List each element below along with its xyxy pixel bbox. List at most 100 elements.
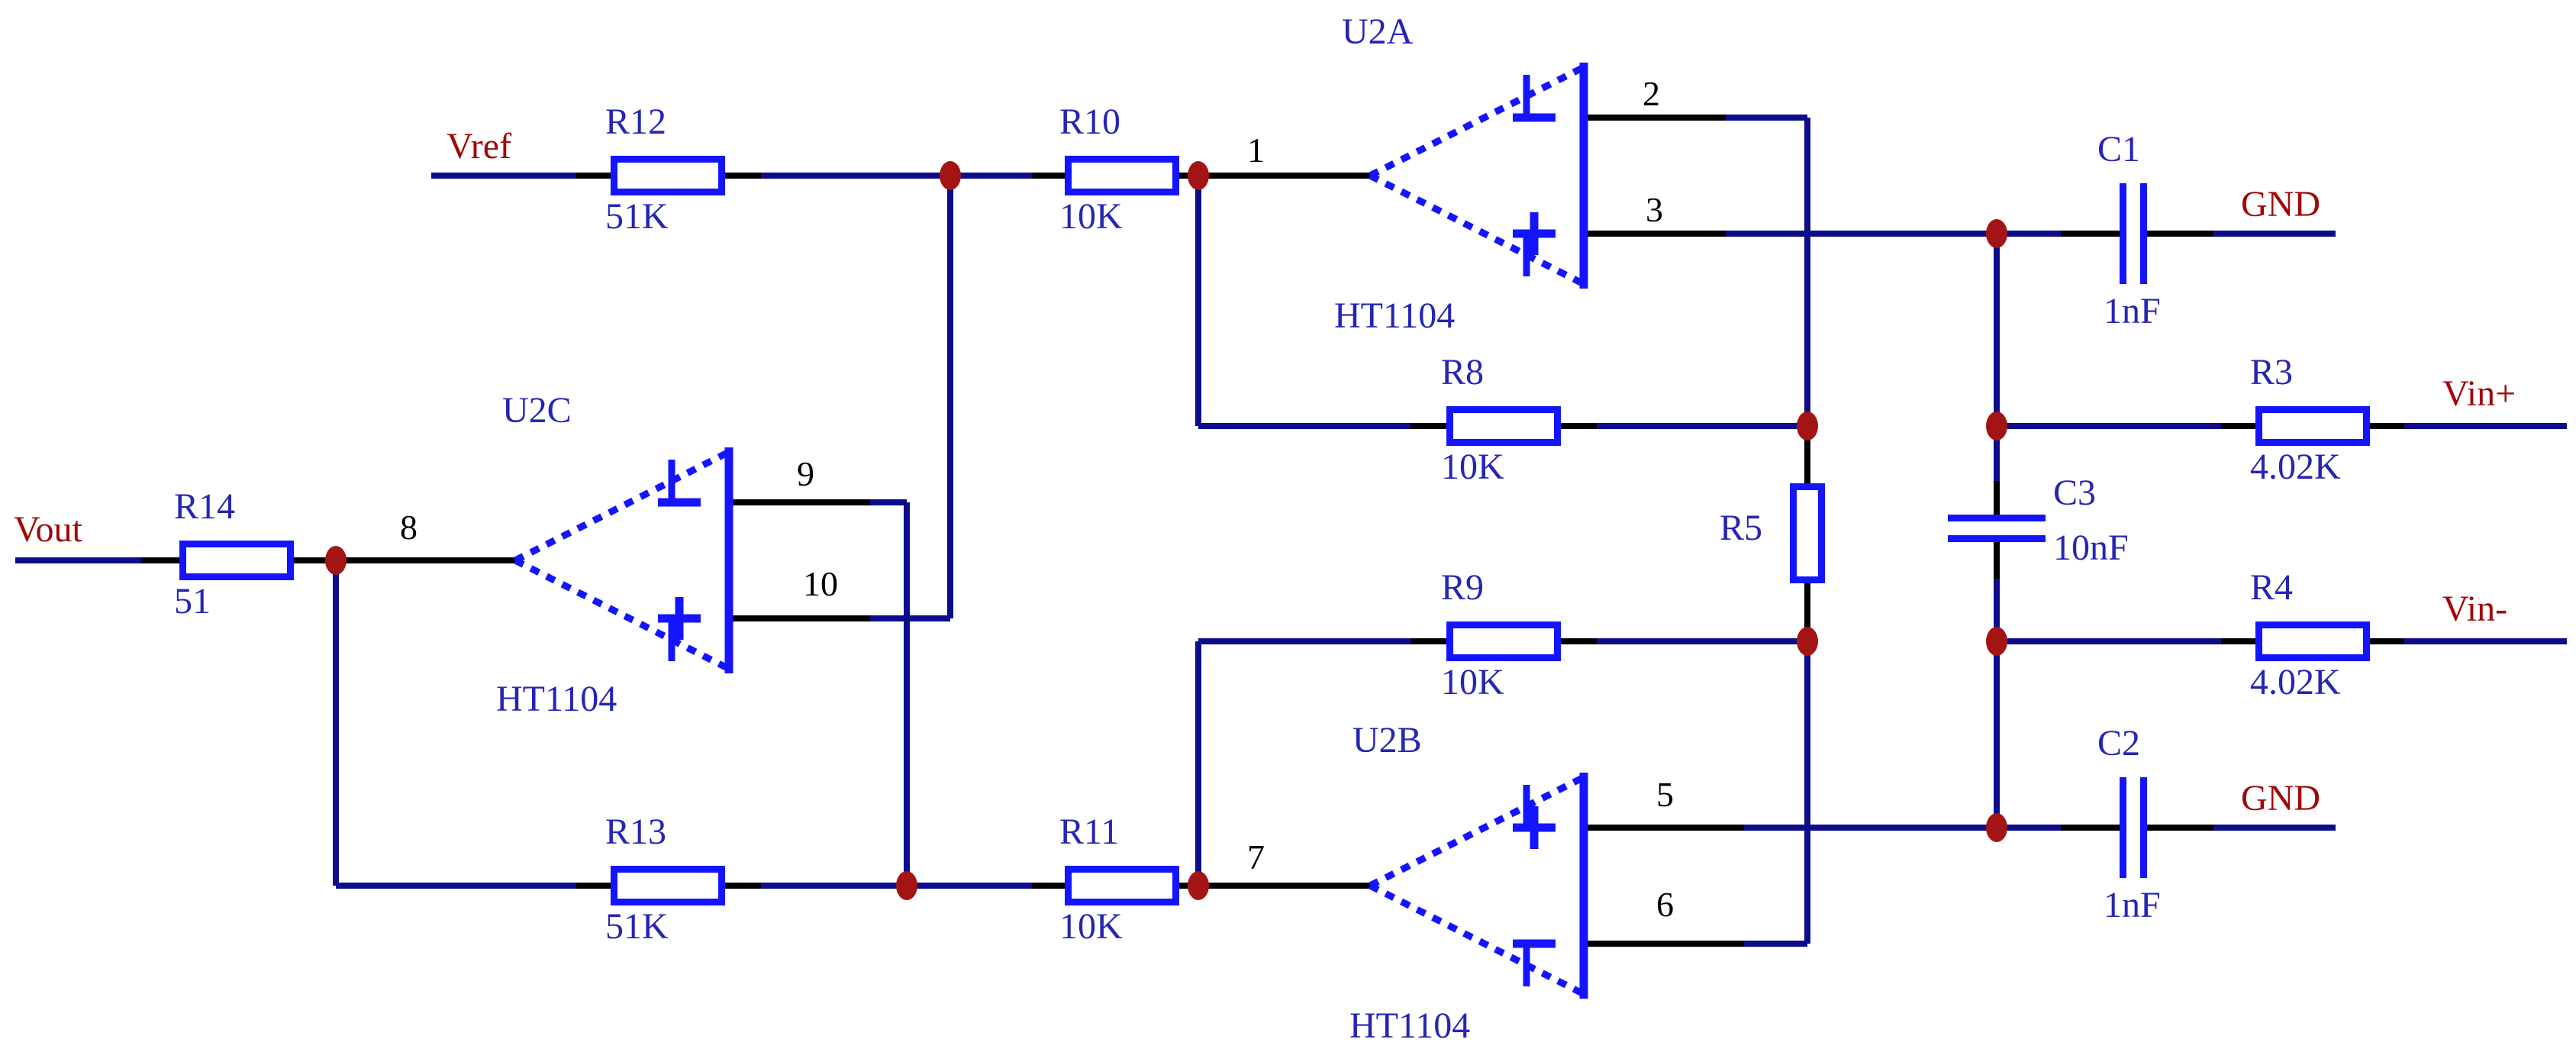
resistor-body-R10 <box>1065 156 1179 195</box>
capacitor-value-C1: 1nF <box>2104 291 2161 331</box>
resistor-body-R9 <box>1446 621 1561 661</box>
wire-segment <box>336 883 576 889</box>
net-label-vout: Vout <box>14 509 82 550</box>
junction-dot <box>1797 412 1818 441</box>
pin-number-U2B-5: 5 <box>1656 775 1674 814</box>
pin-stub-segment <box>1561 423 1597 429</box>
pin-stub-segment <box>294 557 515 563</box>
pin-stub-segment <box>2147 231 2213 237</box>
pin-stub-segment <box>729 499 870 505</box>
opamp-ref-U2A: U2A <box>1342 11 1414 52</box>
resistor-ref-R8: R8 <box>1441 352 1485 392</box>
junction-dot <box>1986 219 2007 248</box>
resistor-value-R13: 51K <box>605 906 669 947</box>
resistor-body-R12 <box>611 156 725 195</box>
resistor-ref-R3: R3 <box>2250 352 2294 392</box>
wire-segment <box>1997 825 2061 831</box>
pin-stub-segment <box>1411 638 1446 644</box>
capacitor-plate-C3-1 <box>1948 515 2046 521</box>
capacitor-value-C2: 1nF <box>2104 885 2161 925</box>
resistor-body-R3 <box>2255 406 2370 446</box>
pin-stub-segment <box>1584 231 1726 237</box>
junction-dot <box>1986 627 2007 656</box>
pin-stub-segment <box>1804 426 1810 483</box>
capacitor-value-C3: 10nF <box>2053 528 2129 568</box>
junction-dot <box>1797 627 1818 656</box>
pin-stub-segment <box>1032 883 1065 889</box>
capacitor-plate-C2-1 <box>2120 777 2126 878</box>
junction-dot <box>896 871 917 900</box>
wire-segment <box>870 615 907 621</box>
wire-segment <box>870 499 907 505</box>
pin-stub-segment <box>725 883 761 889</box>
pin-number-U2B-6: 6 <box>1656 885 1674 924</box>
resistor-value-R11: 10K <box>1059 906 1123 947</box>
wire-segment <box>1994 234 2000 481</box>
opamp-edge-bottom-U2C <box>513 557 731 673</box>
resistor-value-R14: 51 <box>174 581 211 621</box>
pin-stub-segment <box>725 173 761 179</box>
resistor-ref-R9: R9 <box>1441 567 1485 608</box>
pin-stub-segment <box>2370 638 2404 644</box>
junction-dot <box>1188 871 1209 900</box>
pin-stub-segment <box>2370 423 2404 429</box>
wire-segment <box>761 173 1032 179</box>
pin-stub-segment <box>1584 825 1744 831</box>
junction-dot <box>1986 412 2007 441</box>
pin-stub-segment <box>141 557 179 563</box>
net-label-vin: Vin+ <box>2442 373 2516 414</box>
resistor-value-R3: 4.02K <box>2250 447 2341 487</box>
capacitor-plate-C3-2 <box>1948 535 2046 542</box>
capacitor-ref-C2: C2 <box>2097 723 2141 763</box>
pin-stub-segment <box>2061 825 2120 831</box>
resistor-ref-R11: R11 <box>1059 812 1120 852</box>
pin-stub-segment <box>729 615 870 621</box>
resistor-value-R10: 10K <box>1059 196 1123 237</box>
wire-segment <box>333 560 339 886</box>
resistor-body-R11 <box>1065 866 1179 905</box>
opamp-edge-top-U2A <box>1368 63 1586 179</box>
pin-stub-segment <box>1994 481 2000 518</box>
opamp-edge-bottom-U2B <box>1368 882 1586 998</box>
wire-segment <box>1997 231 2061 237</box>
opamp-part-U2A: HT1104 <box>1334 295 1456 336</box>
opamp-part-U2B: HT1104 <box>1349 1006 1471 1046</box>
pin-stub-segment <box>1179 173 1370 179</box>
pin-stub-segment <box>1561 638 1597 644</box>
resistor-body-R14 <box>179 541 294 580</box>
wire-segment <box>1997 423 2221 429</box>
resistor-body-R4 <box>2255 621 2370 661</box>
pin-number-U2A-1: 1 <box>1247 131 1265 169</box>
capacitor-ref-C1: C1 <box>2097 129 2141 169</box>
capacitor-ref-C3: C3 <box>2053 473 2097 513</box>
pin-stub-segment <box>2147 825 2213 831</box>
wire-segment <box>947 176 953 618</box>
wire-segment <box>1195 641 1201 886</box>
capacitor-plate-C1-2 <box>2140 183 2147 284</box>
resistor-value-R12: 51K <box>605 196 669 237</box>
pin-stub-segment <box>1994 541 2000 579</box>
net-label-vin: Vin- <box>2442 589 2508 629</box>
wire-segment <box>1726 115 1807 121</box>
junction-dot <box>1986 813 2007 842</box>
wire-segment <box>904 502 910 886</box>
wire-segment <box>1198 638 1411 644</box>
wire-segment <box>907 615 950 621</box>
resistor-ref-R4: R4 <box>2250 567 2294 608</box>
resistor-body-R13 <box>611 866 725 905</box>
resistor-ref-R14: R14 <box>174 486 236 527</box>
capacitor-plate-C1-1 <box>2120 183 2126 284</box>
wire-segment <box>1597 423 1807 429</box>
wire-segment <box>2404 638 2567 644</box>
wire-segment <box>15 557 141 563</box>
pin-stub-segment <box>2221 638 2255 644</box>
wire-segment <box>2213 231 2336 237</box>
pin-stub-segment <box>2061 231 2120 237</box>
junction-dot <box>940 161 961 190</box>
wire-segment <box>1994 579 2000 828</box>
net-label-gnd: GND <box>2241 184 2320 224</box>
capacitor-plate-C2-2 <box>2140 777 2147 878</box>
net-label-vref: Vref <box>447 126 512 166</box>
pin-number-U2C-9: 9 <box>797 454 814 493</box>
